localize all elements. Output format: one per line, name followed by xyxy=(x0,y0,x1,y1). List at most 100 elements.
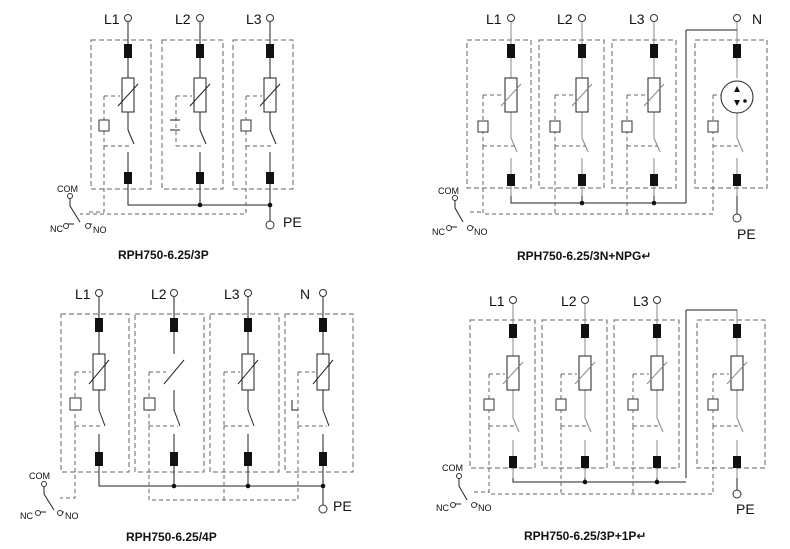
fuse-bottom xyxy=(507,174,515,186)
gdt-electrodes xyxy=(734,86,740,106)
junction-dot xyxy=(579,200,585,206)
relay-nc-label: NC xyxy=(20,511,33,521)
fuse-top-l2 xyxy=(196,44,204,58)
terminal-l2 xyxy=(196,14,204,22)
relay-com-label: COM xyxy=(442,463,463,473)
relay-terminal xyxy=(471,502,477,508)
thermal-indicator xyxy=(143,397,156,411)
terminal-pe xyxy=(265,220,275,230)
fuse-top xyxy=(581,324,589,338)
thermal-indicator xyxy=(555,398,567,411)
fuse-bottom xyxy=(95,452,103,466)
n-bridge xyxy=(685,29,737,203)
fuse-bottom xyxy=(244,452,252,466)
thermal-indicator-l3 xyxy=(240,119,252,132)
junction-dot xyxy=(267,202,273,208)
pole-l3-circuit xyxy=(621,22,665,196)
fuse-top xyxy=(733,324,741,338)
caption: RPH750-6.25/4P xyxy=(126,530,217,544)
fuse-bottom xyxy=(650,174,658,186)
relay-com-label: COM xyxy=(29,471,50,481)
relay-no-label: NO xyxy=(474,227,488,237)
module-l3 xyxy=(232,39,294,190)
thermal-indicator-l1 xyxy=(98,119,110,132)
pe-label: PE xyxy=(736,501,755,517)
relay-no-label: NO xyxy=(478,503,492,513)
module-l1 xyxy=(60,313,130,473)
pole-l1-circuit xyxy=(98,22,139,195)
n-bridge xyxy=(685,309,737,478)
terminal-pe xyxy=(318,504,328,514)
relay-contact xyxy=(451,200,474,228)
pole-label-l3: L3 xyxy=(246,11,262,27)
relay-no-label: NO xyxy=(65,511,79,521)
fuse-top xyxy=(509,324,517,338)
relay-terminal xyxy=(450,502,456,508)
signal-line xyxy=(470,146,714,215)
fuse-top xyxy=(170,318,178,332)
fuse-top-l3 xyxy=(266,44,274,58)
fuse-bottom-l3 xyxy=(266,172,274,184)
pole-label-l3: L3 xyxy=(224,286,240,302)
pole-label-n: N xyxy=(300,286,310,302)
thermal-indicator xyxy=(477,120,489,133)
module-l3 xyxy=(613,319,680,469)
pole-l1-circuit xyxy=(69,297,110,478)
pole-label-l2: L2 xyxy=(561,293,577,309)
relay-terminal xyxy=(57,510,63,516)
pole-n-circuit xyxy=(291,297,334,478)
fuse-bottom-l2 xyxy=(196,172,204,184)
terminal-pe xyxy=(732,489,742,499)
relay-nc-label: NC xyxy=(432,227,445,237)
relay-terminal xyxy=(35,510,41,516)
pole-label-l1: L1 xyxy=(104,11,120,27)
pole-labels: L1 L2 L3 xyxy=(104,11,262,27)
relay-contact xyxy=(68,198,92,225)
fuse-bottom xyxy=(509,456,517,468)
terminal-l2 xyxy=(581,296,589,304)
caption: RPH750-6.25/3P xyxy=(118,248,209,262)
pe-label: PE xyxy=(283,214,302,230)
fuse-top xyxy=(578,44,586,58)
fuse-top xyxy=(319,318,327,332)
thermal-indicator xyxy=(621,120,633,133)
diagram-3n-npg: L1 L2 L3 N xyxy=(432,11,768,263)
junction-dot xyxy=(582,479,588,485)
module-l2 xyxy=(538,39,605,189)
module-n xyxy=(284,313,354,473)
thermal-indicator xyxy=(69,397,82,411)
terminal-l2 xyxy=(170,289,178,297)
signal-line xyxy=(80,146,247,215)
relay-com-label: COM xyxy=(438,186,459,196)
pole-label-l2: L2 xyxy=(557,11,573,27)
terminal-l3 xyxy=(650,14,658,22)
terminal-l3 xyxy=(653,296,661,304)
thermal-indicator xyxy=(627,398,639,411)
pole-l1-circuit xyxy=(483,304,524,478)
pole-l2-circuit xyxy=(143,297,185,478)
pole-l2-circuit xyxy=(549,22,593,196)
terminal-l3 xyxy=(266,14,274,22)
thermal-indicator xyxy=(483,398,495,411)
relay-terminal xyxy=(456,473,462,479)
pe-bus xyxy=(127,195,271,221)
terminal-pe xyxy=(732,213,742,223)
diagram-4p: L1 L2 L3 N xyxy=(20,286,354,544)
common-bus xyxy=(98,478,324,505)
relay-terminal xyxy=(67,193,73,199)
module-l2 xyxy=(134,313,205,473)
pole-l2-circuit xyxy=(555,304,596,478)
module-l2 xyxy=(161,39,224,190)
fuse-top xyxy=(95,318,103,332)
terminal-l3 xyxy=(244,289,252,297)
thermal-indicator xyxy=(291,400,298,411)
module-l3 xyxy=(209,313,280,473)
diagram-3p: L1 L2 L3 xyxy=(50,11,302,262)
pole-l3-circuit xyxy=(240,22,281,195)
fuse-top xyxy=(733,44,741,58)
junction-dot xyxy=(245,483,251,489)
fuse-bottom xyxy=(653,456,661,468)
thermal-indicator xyxy=(707,120,719,133)
terminal-l1 xyxy=(507,14,515,22)
relay-contact xyxy=(455,478,478,505)
